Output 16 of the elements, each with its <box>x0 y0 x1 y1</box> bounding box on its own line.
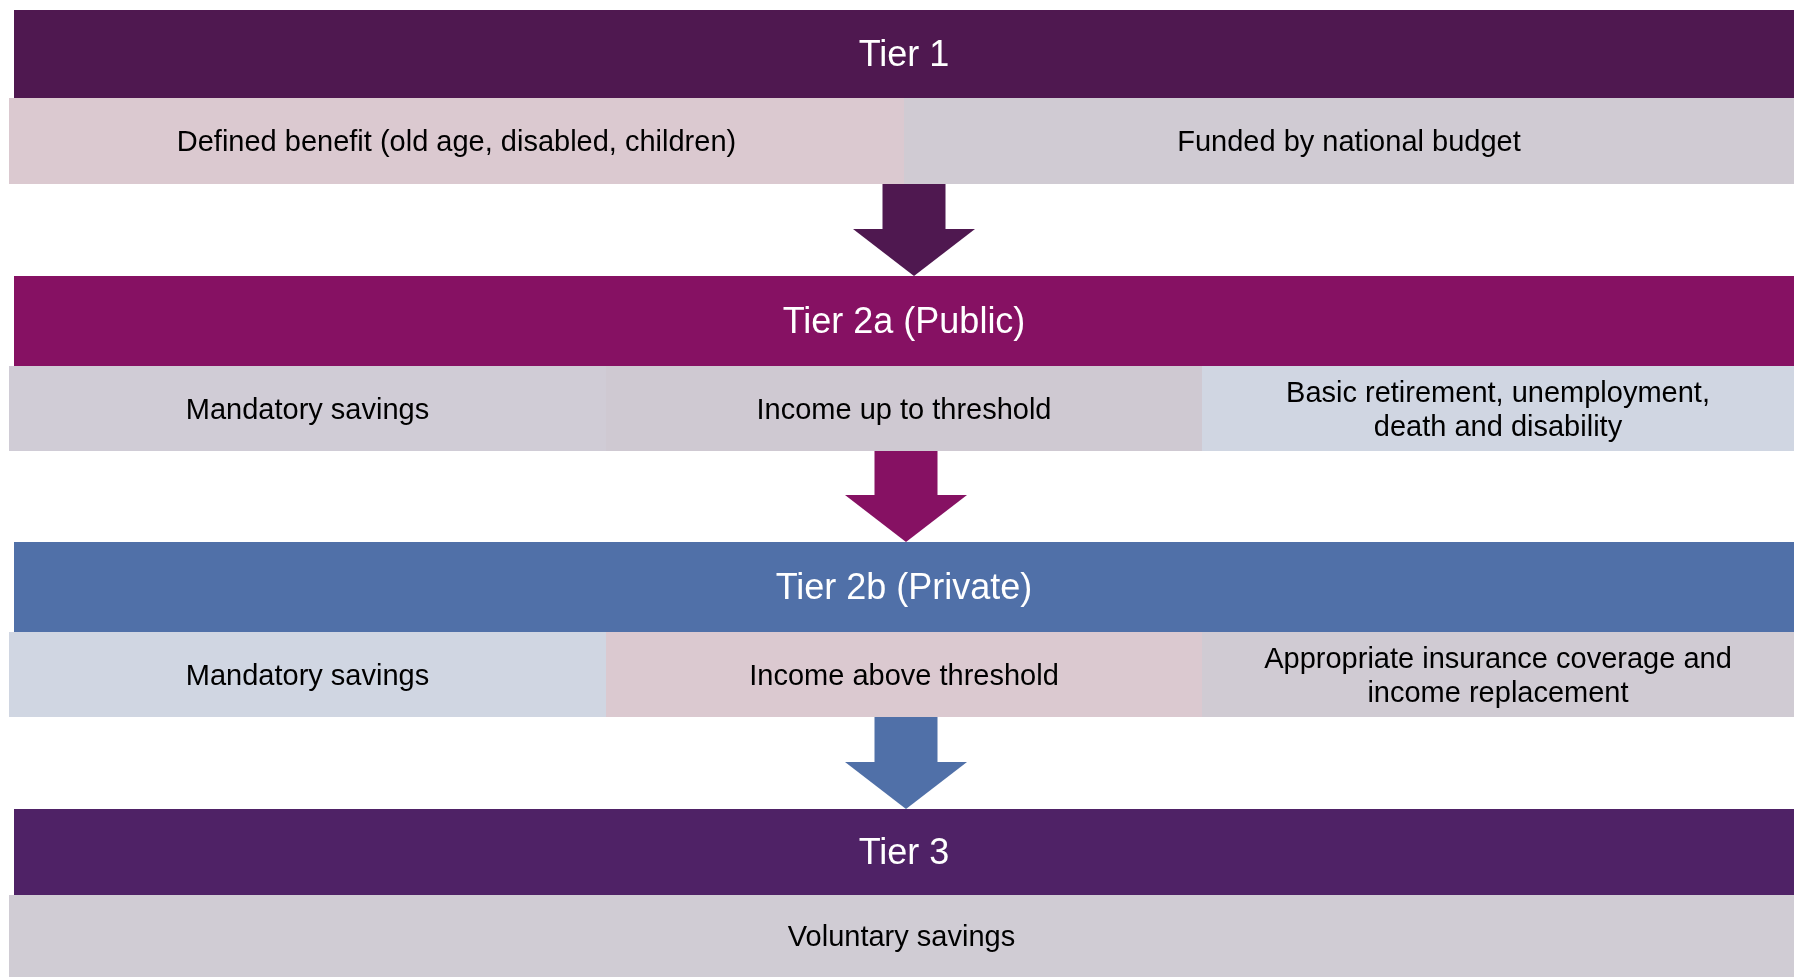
tier-cell: Income up to threshold <box>606 366 1202 451</box>
tier-cell: Voluntary savings <box>9 895 1794 977</box>
arrow <box>853 184 975 276</box>
tier-cell: Income above threshold <box>606 632 1202 717</box>
tier-cell: Funded by national budget <box>904 98 1794 184</box>
tier-header: Tier 2b (Private) <box>14 542 1794 632</box>
tier-header: Tier 2a (Public) <box>14 276 1794 366</box>
tier-header: Tier 1 <box>14 10 1794 98</box>
tier-cell: Basic retirement, unemployment, death and disability <box>1202 366 1794 451</box>
tier-header: Tier 3 <box>14 809 1794 895</box>
tier-cell: Mandatory savings <box>9 632 606 717</box>
tier-cell: Defined benefit (old age, disabled, children) <box>9 98 904 184</box>
arrow <box>845 451 967 542</box>
arrow <box>845 717 967 809</box>
tier-cell: Appropriate insurance coverage and income replacement <box>1202 632 1794 717</box>
tier-cell: Mandatory savings <box>9 366 606 451</box>
